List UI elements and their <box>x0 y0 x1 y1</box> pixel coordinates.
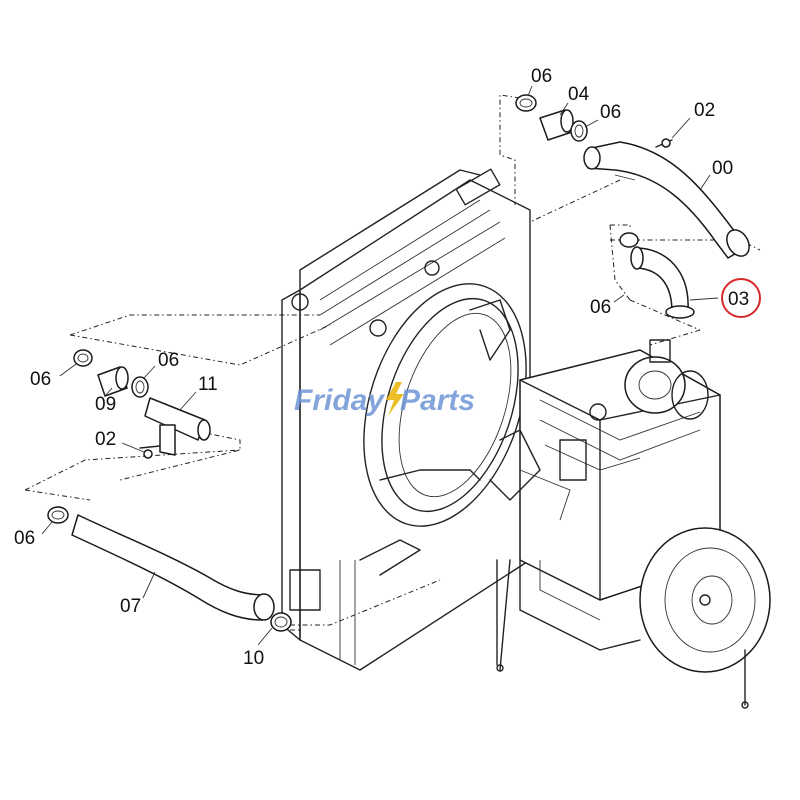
watermark: Friday Parts <box>294 382 475 417</box>
radiator-assembly <box>281 168 531 671</box>
callout-06-left: 06 <box>30 369 51 390</box>
top-clamps-and-sleeve <box>515 94 673 148</box>
callout-07: 07 <box>120 596 141 617</box>
part-00-upper-hose <box>583 141 750 259</box>
callout-labels: 06 04 06 02 00 03 06 06 09 06 11 02 06 0… <box>14 66 749 669</box>
assembly-lines <box>24 94 761 631</box>
callout-06-bottom: 06 <box>14 528 35 549</box>
callout-10: 10 <box>243 648 264 669</box>
fan-shroud <box>363 283 527 527</box>
callout-06-top: 06 <box>531 66 552 87</box>
part-03-elbow-hose <box>619 232 695 319</box>
callout-11: 11 <box>198 374 218 395</box>
watermark-text-friday: Friday <box>294 384 385 417</box>
callout-04: 04 <box>568 84 590 105</box>
leader-lines <box>41 85 719 646</box>
watermark-text-parts: Parts <box>400 384 475 417</box>
callout-03: 03 <box>728 289 749 310</box>
callout-02-left: 02 <box>95 429 116 450</box>
callout-09: 09 <box>95 394 116 415</box>
callout-00: 00 <box>712 158 733 179</box>
highlight-circle-03 <box>721 278 761 318</box>
watermark-bolt-icon <box>386 382 404 416</box>
callout-06-top-right: 06 <box>600 102 621 123</box>
part-11-pipe <box>73 349 211 459</box>
engine <box>489 339 771 709</box>
part-07-lower-hose <box>47 506 292 632</box>
callout-06-left2: 06 <box>158 350 179 371</box>
callout-02-top: 02 <box>694 100 715 121</box>
callout-06-mid: 06 <box>590 297 611 318</box>
